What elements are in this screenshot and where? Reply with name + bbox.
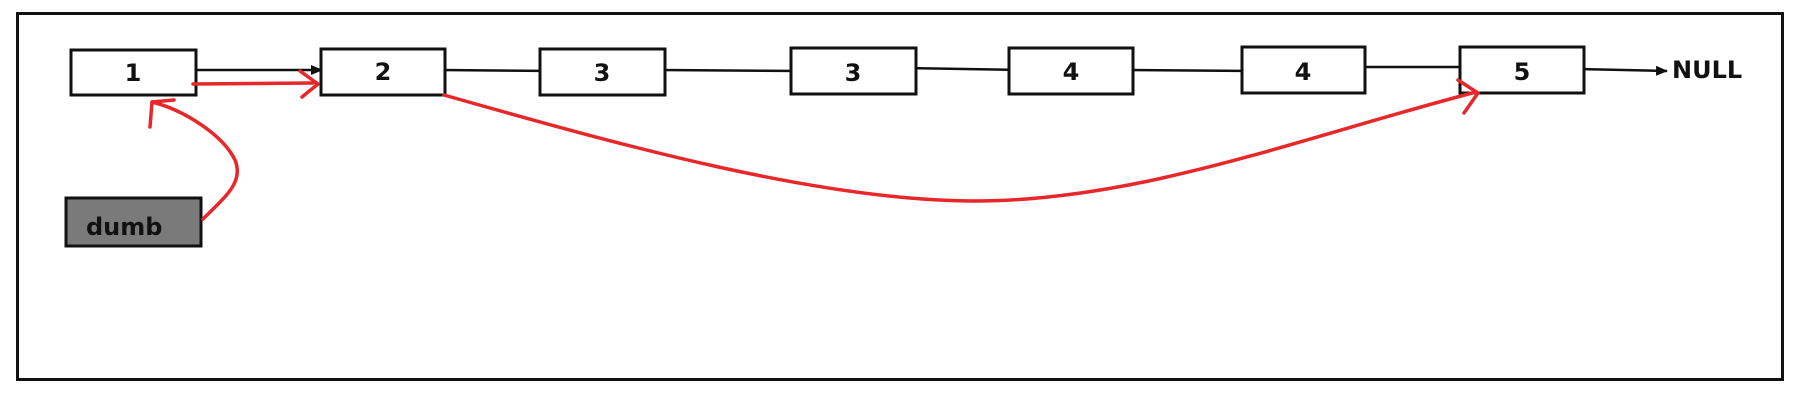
next-link-3-to-4 (903, 64, 1026, 75)
diagram-frame (16, 12, 1784, 381)
list-node-1: 1 (69, 48, 198, 97)
node-value: 3 (845, 59, 862, 87)
list-node-5: 5 (1458, 45, 1586, 95)
node-value: 4 (1063, 58, 1080, 86)
red-link-dumb-to-1 (148, 98, 239, 221)
list-node-2: 2 (319, 47, 447, 97)
red-link-2-to-5 (442, 78, 1480, 203)
list-node-4a: 4 (1007, 46, 1135, 96)
next-link-3-to-3 (659, 65, 803, 76)
node-value: 1 (125, 59, 142, 87)
list-node-4b: 4 (1240, 45, 1367, 95)
next-link-4-to-4 (1125, 65, 1256, 76)
red-link-1-to-2 (191, 69, 320, 99)
list-node-3a: 3 (538, 47, 667, 97)
node-value: 5 (1514, 58, 1531, 86)
node-value: 4 (1295, 58, 1312, 86)
dummy-node: dumb (64, 196, 203, 248)
next-link-5-to-null (1577, 65, 1668, 76)
next-link-2-to-3 (439, 65, 559, 76)
list-node-3b: 3 (789, 46, 918, 96)
node-value: 2 (375, 58, 392, 86)
null-terminal: NULL (1672, 56, 1742, 84)
dummy-label: dumb (86, 213, 162, 241)
node-value: 3 (594, 59, 611, 87)
